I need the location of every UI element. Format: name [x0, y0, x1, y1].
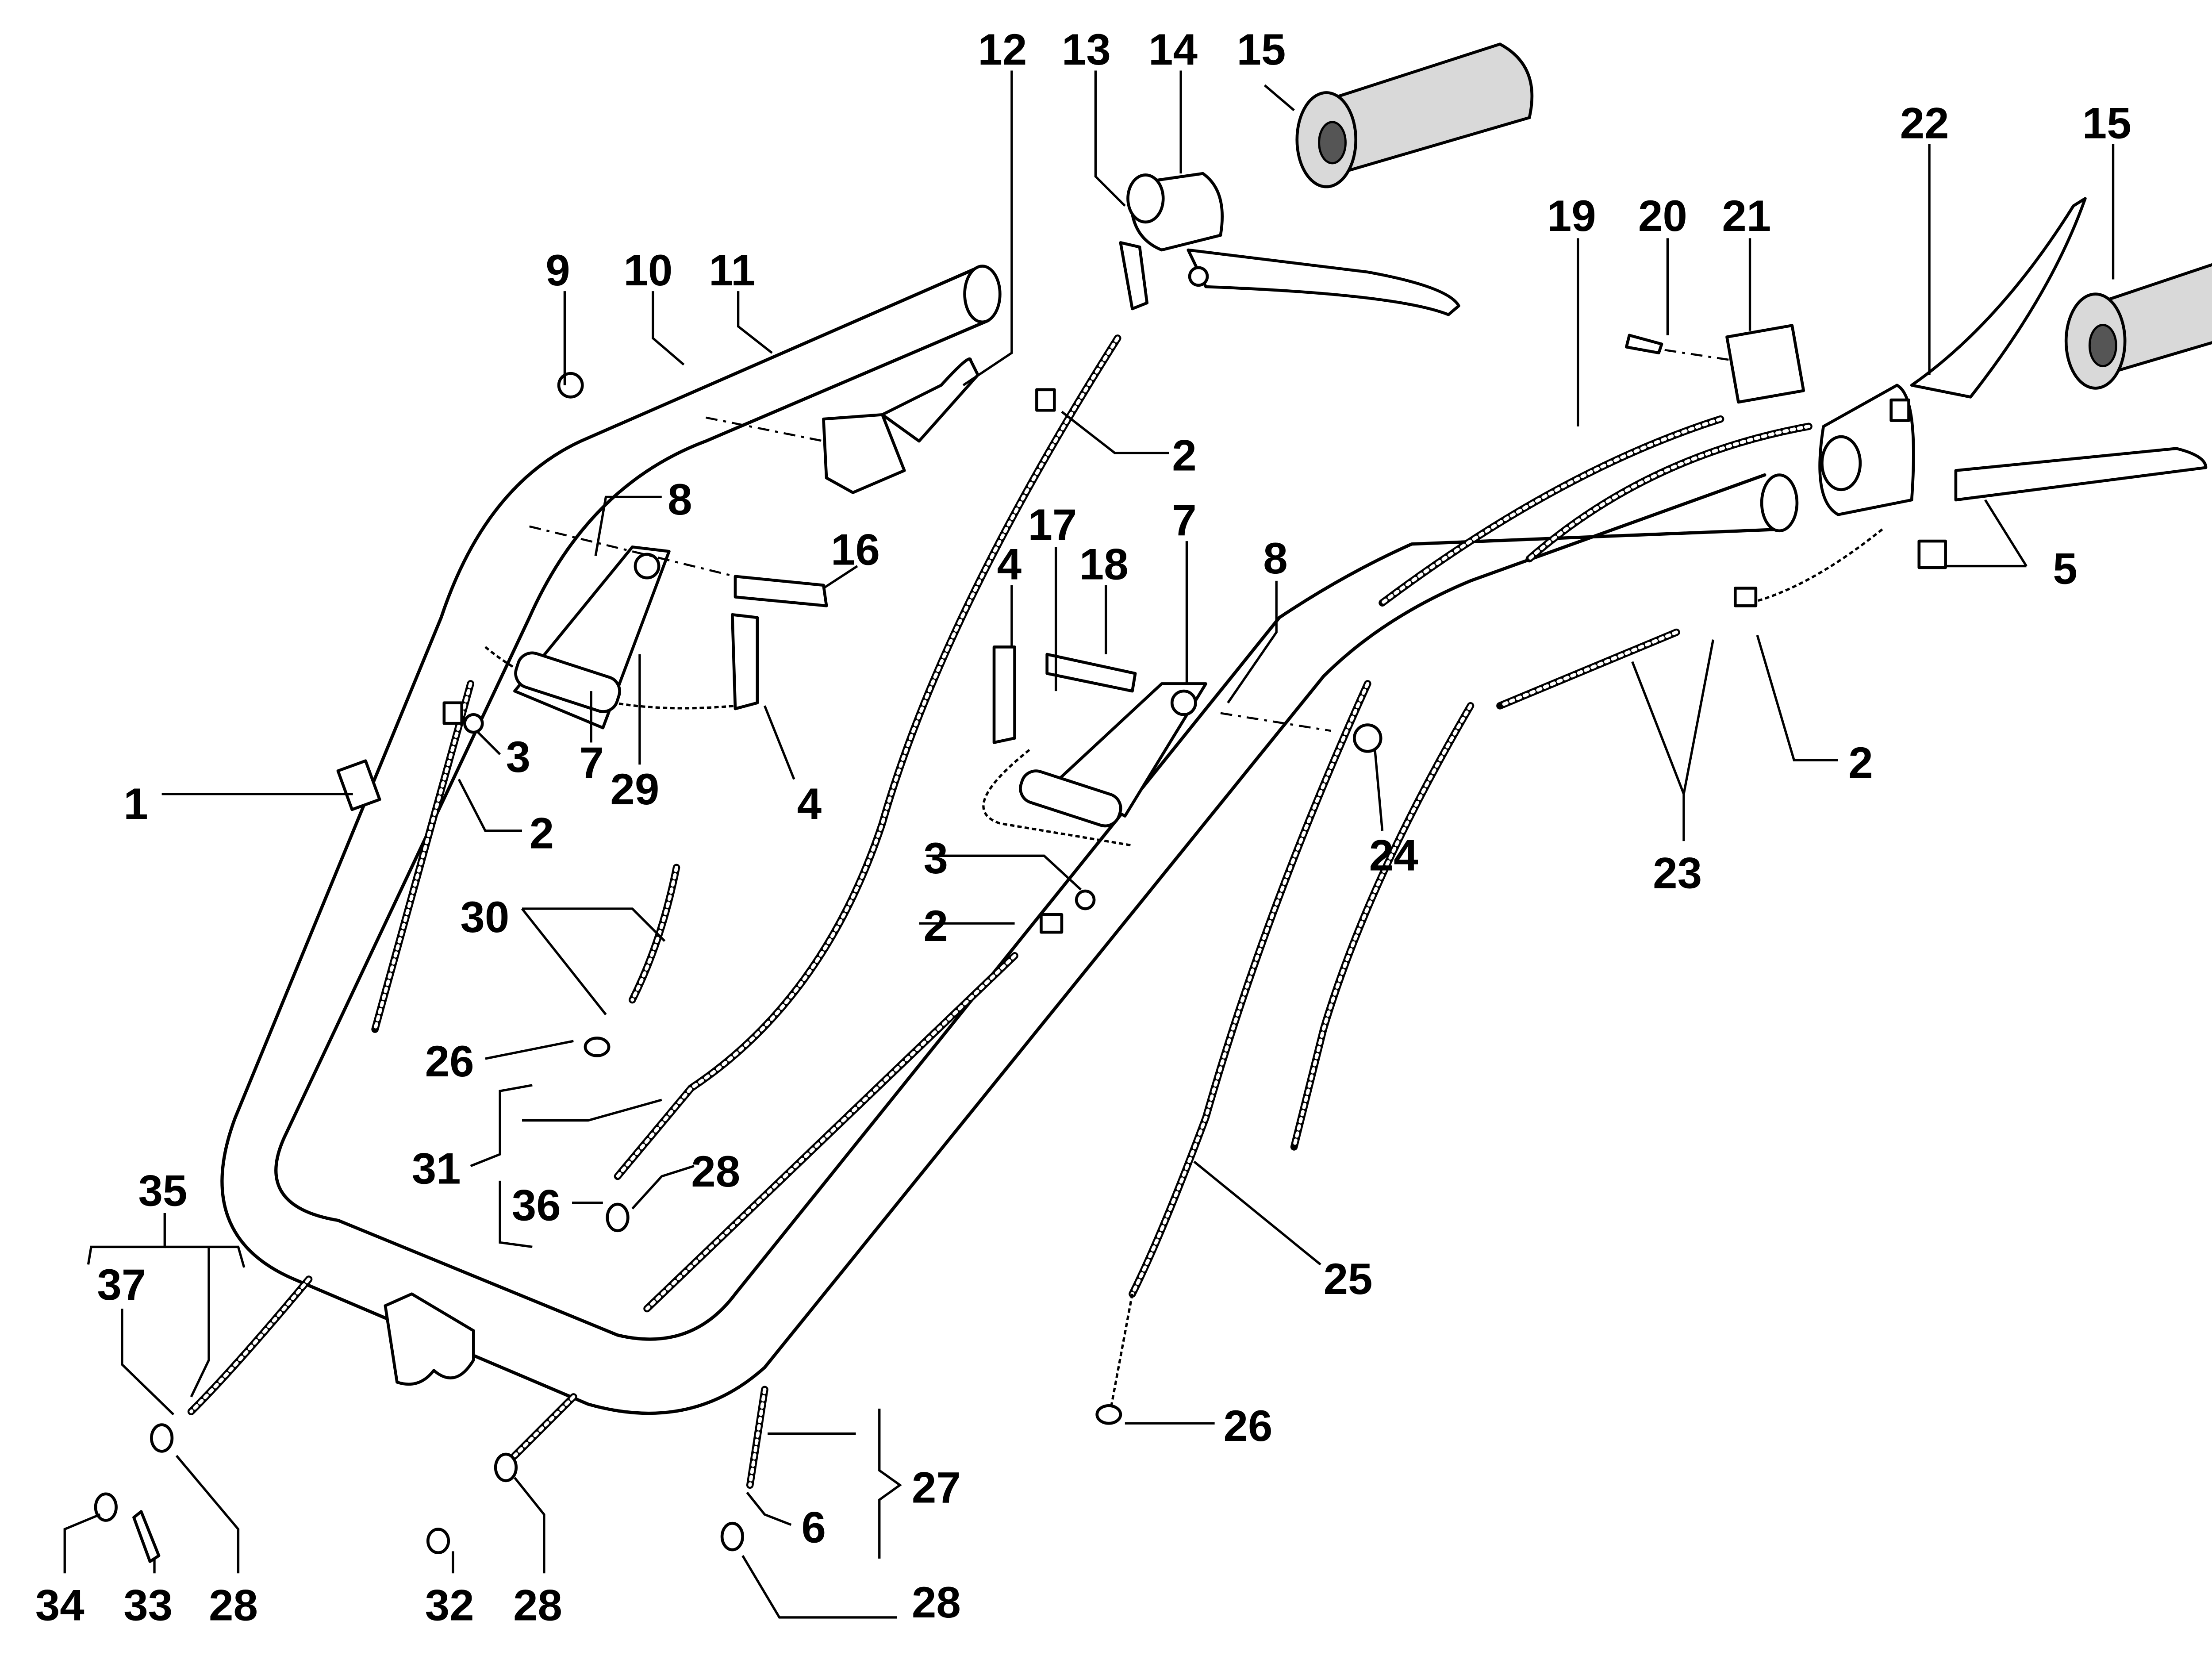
clip-4-left	[731, 613, 759, 711]
callout-15-left: 15	[1237, 25, 1286, 74]
callout-1: 1	[123, 780, 148, 829]
nut-24	[1353, 723, 1382, 753]
callout-8-right: 8	[1263, 534, 1287, 583]
part-5-square	[1917, 539, 1947, 569]
callout-13: 13	[1062, 25, 1111, 74]
callout-28-left: 28	[209, 1581, 258, 1630]
callout-28-right: 28	[912, 1578, 961, 1627]
grip-right	[2064, 263, 2212, 390]
callout-28-mid: 28	[513, 1581, 562, 1630]
lever-assembly-left	[1119, 172, 1460, 316]
clamp-26-left	[584, 1037, 611, 1057]
callout-26-right: 26	[1224, 1402, 1273, 1451]
callout-32: 32	[425, 1581, 474, 1630]
callout-12: 12	[978, 25, 1027, 74]
callout-15-right: 15	[2082, 99, 2131, 148]
callout-16: 16	[831, 525, 880, 574]
callout-2-mid: 2	[923, 902, 948, 951]
clamp-26-right	[1095, 1404, 1122, 1425]
clamp-34	[94, 1492, 118, 1522]
callout-28-upper: 28	[691, 1147, 740, 1196]
nut-3-mid	[1075, 889, 1096, 910]
callout-3-left: 3	[506, 733, 530, 782]
clamp-32	[426, 1528, 450, 1555]
ferrule-28-31	[606, 1202, 630, 1233]
bolt-16	[733, 575, 828, 607]
cables	[187, 334, 1883, 1489]
clip-4-right	[992, 645, 1016, 744]
callout-27: 27	[912, 1463, 961, 1513]
callout-31: 31	[412, 1145, 461, 1194]
callout-2-left: 2	[530, 809, 554, 858]
ferrule-28-27	[720, 1521, 744, 1552]
callout-2-top: 2	[1172, 431, 1196, 480]
adjuster-2-right	[1733, 587, 1758, 607]
adjuster-2-left	[442, 701, 464, 725]
callout-labels: 12 13 14 15 15 22 9 10 11 19 20 21 8 16 …	[35, 25, 2131, 1630]
callout-17: 17	[1028, 500, 1077, 549]
nut-3-left	[463, 713, 484, 734]
callout-26-left: 26	[425, 1037, 474, 1086]
callout-37: 37	[97, 1260, 146, 1310]
callout-24: 24	[1369, 831, 1418, 880]
callout-9: 9	[545, 246, 570, 295]
components	[94, 42, 2212, 1563]
bolt-18	[1045, 653, 1137, 693]
callout-33: 33	[123, 1581, 173, 1630]
switch-block	[1624, 324, 1805, 404]
bracket-left	[513, 525, 828, 730]
callout-35: 35	[138, 1166, 187, 1215]
callout-36: 36	[512, 1181, 561, 1230]
grip-left	[1295, 42, 1534, 188]
callout-7-right: 7	[1172, 496, 1196, 545]
ferrule-28-35	[150, 1423, 174, 1453]
callout-18: 18	[1079, 540, 1129, 589]
callout-25: 25	[1324, 1255, 1373, 1304]
callout-22: 22	[1900, 99, 1949, 148]
callout-20: 20	[1638, 192, 1687, 241]
fittings	[94, 372, 1947, 1563]
callout-3-mid: 3	[923, 834, 948, 883]
callout-5: 5	[2053, 544, 2077, 593]
callout-21: 21	[1722, 192, 1771, 241]
tube-end-left	[963, 265, 1002, 324]
callout-6: 6	[802, 1503, 826, 1552]
callout-30: 30	[460, 893, 509, 942]
handlebar-frame	[220, 265, 1799, 1415]
callout-14: 14	[1148, 25, 1198, 74]
callout-23: 23	[1653, 849, 1702, 898]
clip-1	[336, 759, 381, 811]
callout-7-left: 7	[580, 738, 604, 787]
callout-29: 29	[610, 765, 659, 814]
adjuster-2-top	[1035, 388, 1056, 412]
mounting-plate	[384, 1292, 475, 1386]
nut-9	[557, 372, 584, 399]
callout-8-left: 8	[668, 475, 692, 524]
tube-end-right	[1760, 473, 1799, 533]
lever-assembly-right	[1818, 197, 2208, 516]
bracket-right	[992, 645, 1331, 828]
adjuster-2-mid	[1040, 913, 1064, 934]
callout-19: 19	[1547, 192, 1596, 241]
callout-34: 34	[35, 1581, 84, 1630]
screw-33	[132, 1510, 161, 1563]
leader-lines	[63, 70, 2115, 1619]
ferrule-28-mid	[494, 1452, 518, 1482]
callout-4-left: 4	[797, 780, 822, 829]
callout-10: 10	[623, 246, 672, 295]
callout-4-right: 4	[997, 540, 1022, 589]
throttle-lever	[706, 357, 979, 494]
callout-2-right: 2	[1848, 738, 1873, 787]
callout-11: 11	[709, 246, 755, 295]
